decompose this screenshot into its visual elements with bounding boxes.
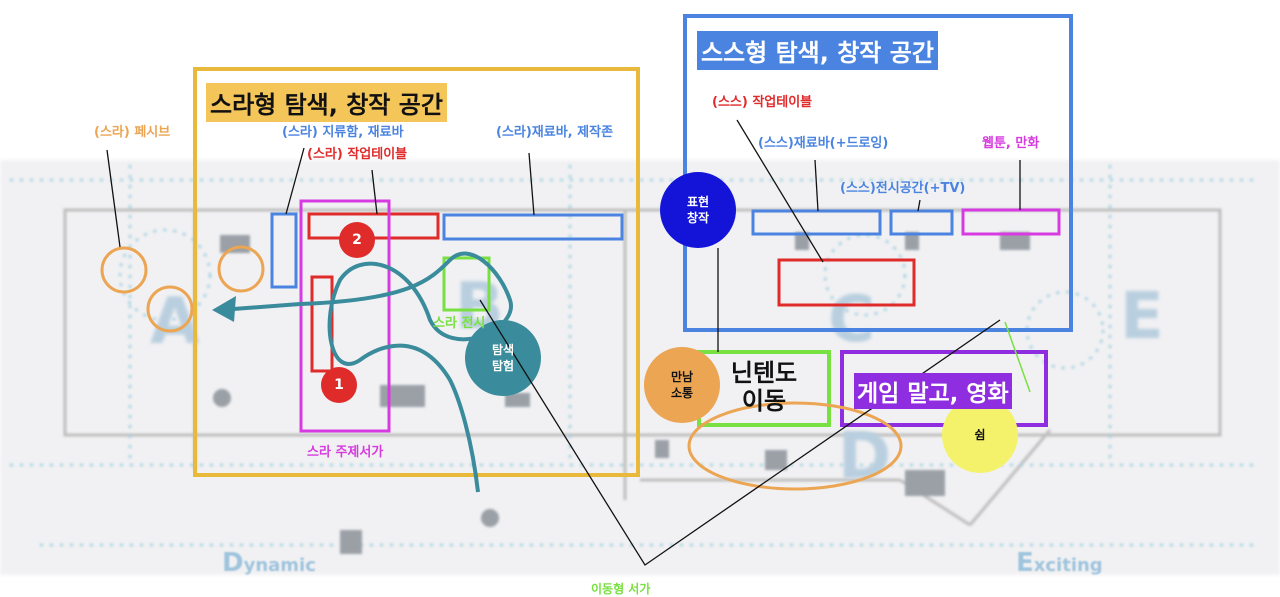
sra-shelf-label: (스라) 지류함, 재료바 (282, 125, 404, 140)
marker-2: 2 (352, 232, 362, 248)
flow-arrowhead (212, 296, 236, 322)
explore-circle (465, 320, 541, 396)
zone-letter-c: C (828, 283, 875, 357)
sra-exhibit-rect (442, 256, 491, 312)
flow-path (219, 251, 513, 493)
wordmark-exciting: Exciting (1016, 548, 1103, 578)
rest-circle (942, 397, 1018, 473)
sra-passive-label: (스라) 페시브 (94, 125, 171, 140)
meeting-ellipse (687, 401, 903, 491)
webtoon-label: 웹툰, 만화 (982, 136, 1040, 151)
passive-circle-3 (217, 245, 265, 293)
marker-1-circle (321, 367, 357, 403)
sra-zone-title: 스라형 탐색, 창작 공간 (206, 83, 447, 122)
meet-circle (644, 347, 720, 423)
ss-worktable-rect (777, 258, 916, 307)
expression-creation-text: 표현 창작 (686, 194, 710, 225)
ss-zone-title: 스스형 탐색, 창작 공간 (697, 31, 938, 70)
sra-red-table-vertical (310, 275, 334, 373)
passive-circle-1 (100, 246, 148, 294)
sra-materials-zone-rect (442, 213, 624, 241)
ss-zone-frame (683, 14, 1073, 332)
explore-adventure-text: 탐색 탐험 (491, 342, 515, 373)
zone-letter-d: D (838, 420, 892, 494)
webtoon-rect (961, 208, 1061, 236)
sra-zone-frame (193, 67, 640, 477)
sra-exhibit-label: 스라 전시 (433, 316, 486, 331)
zone-letter-a: A (150, 285, 200, 359)
ss-display-rect (889, 209, 954, 236)
meet-communicate-text: 만남 소통 (670, 369, 694, 400)
sra-materials-zone-label: (스라)재료바, 제작존 (496, 125, 614, 140)
sra-shelf-rect (270, 212, 298, 289)
rest-text: 쉼 (974, 427, 986, 442)
green-accent (1004, 321, 1031, 393)
sra-worktable-label: (스라) 작업테이블 (307, 147, 408, 162)
ss-display-label: (스스)전시공간(+TV) (840, 181, 966, 196)
ss-materials-rect (751, 209, 882, 236)
nintendo-move-text: 닌텐도 이동 (730, 359, 798, 415)
wordmark-dynamic: Dynamic (222, 548, 316, 578)
no-games-movie-text: 게임 말고, 영화 (854, 373, 1012, 409)
ss-materials-label: (스스)재료바(+드로잉) (758, 136, 889, 151)
expression-circle (660, 172, 736, 248)
marker-1: 1 (334, 377, 344, 393)
passive-circle-2 (146, 285, 194, 333)
marker-2-circle (339, 222, 375, 258)
ss-worktable-label: (스스) 작업테이블 (712, 95, 813, 110)
sra-theme-shelf-label: 스라 주제서가 (307, 445, 384, 460)
sra-theme-shelf-rect (299, 199, 391, 433)
zone-letter-e: E (1120, 280, 1164, 354)
mobile-shelf-label: 이동형 서가 (591, 582, 651, 596)
